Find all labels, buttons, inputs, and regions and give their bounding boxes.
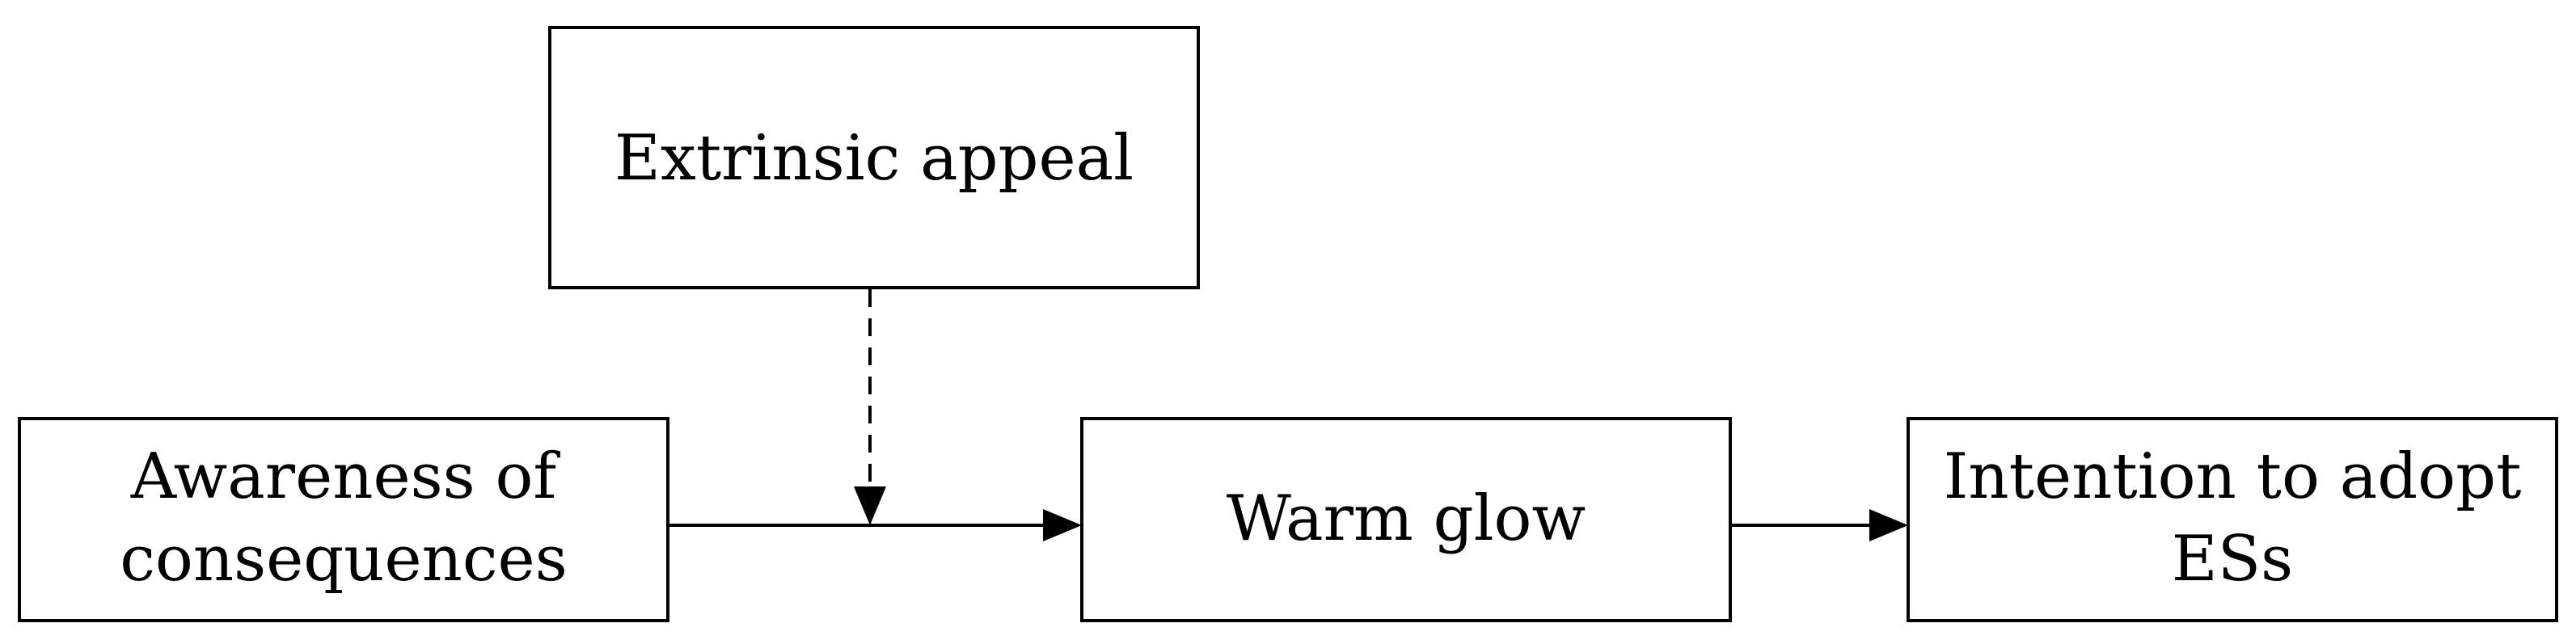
awareness-of-consequences-node: Awareness of consequences [18, 417, 669, 622]
awareness-of-consequences-label-line-1: Awareness of [130, 440, 561, 513]
intention-to-adopt-label-line-1: Intention to adopt [1944, 440, 2522, 513]
awareness-of-consequences-label-line-2: consequences [120, 523, 568, 596]
extrinsic-appeal-label: Extrinsic appeal [614, 122, 1134, 195]
warm-glow-label: Warm glow [1227, 482, 1586, 555]
warm-glow-node: Warm glow [1080, 417, 1732, 622]
intention-to-adopt-label-line-2: ESs [2172, 523, 2293, 596]
intention-to-adopt-node: Intention to adopt ESs [1907, 417, 2558, 622]
extrinsic-appeal-node: Extrinsic appeal [548, 26, 1200, 289]
